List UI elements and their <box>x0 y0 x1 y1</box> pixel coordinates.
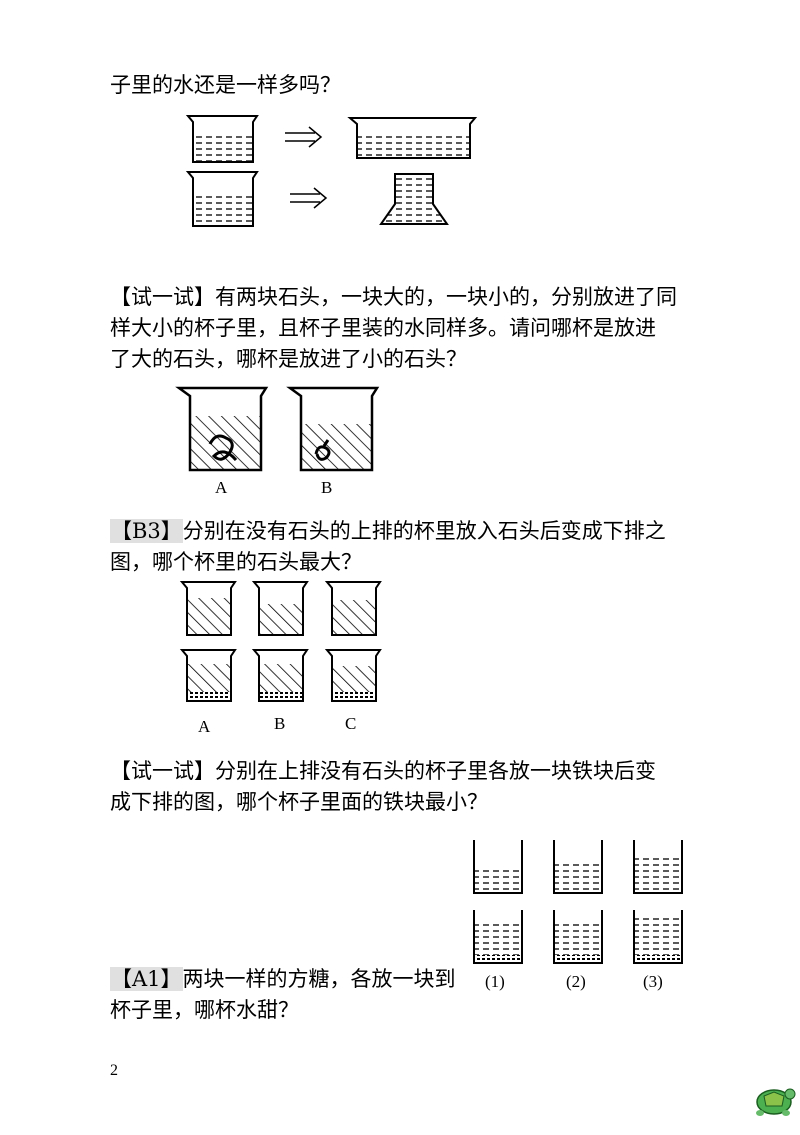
iron-top-cup-2 <box>553 840 603 894</box>
b3-bottom-cup-1 <box>179 649 237 702</box>
cup-b <box>286 386 380 472</box>
turtle-logo-icon <box>756 1088 796 1116</box>
b3-figure <box>179 581 382 702</box>
b3-line2: 图，哪个杯里的石头最大？ <box>110 550 362 574</box>
try2-line1: 【试一试】分别在上排没有石头的杯子里各放一块铁块后变 <box>110 759 656 783</box>
b3-tag: 【B3】 <box>110 519 183 543</box>
b3-bottom-cup-3 <box>324 649 382 702</box>
cup-a <box>175 386 269 472</box>
b3-label-c: C <box>345 714 357 733</box>
arrow-right-icon-1 <box>285 126 323 148</box>
b3-top-cup-1 <box>179 581 237 636</box>
b3-line1: 【B3】分别在没有石头的上排的杯里放入石头后变成下排之 <box>110 519 666 543</box>
cup-label-b: B <box>321 478 333 497</box>
b3-bottom-cup-2 <box>251 649 309 702</box>
arrow-right-icon-2 <box>290 187 328 209</box>
cup-tall-1 <box>185 115 259 163</box>
try1-line1: 【试一试】有两块石头，一块大的，一块小的，分别放进了同 <box>110 285 677 309</box>
iron-bottom-cup-3 <box>633 910 683 964</box>
a1-line1: 【A1】两块一样的方糖，各放一块到 <box>110 967 456 991</box>
a1-line2: 杯子里，哪杯水甜？ <box>110 998 299 1022</box>
try2-tag: 【试一试】 <box>110 759 215 783</box>
intro-text: 子里的水还是一样多吗？ <box>110 73 341 97</box>
iron-bottom-cup-1 <box>473 910 523 964</box>
stones-figure <box>175 386 380 472</box>
b3-top-cup-2 <box>251 581 309 636</box>
b3-label-b: B <box>274 714 286 733</box>
b3-top-cup-3 <box>324 581 382 636</box>
try1-line2: 样大小的杯子里，且杯子里装的水同样多。请问哪杯是放进 <box>110 316 656 340</box>
try1-line3: 了大的石头，哪杯是放进了小的石头？ <box>110 347 467 371</box>
cup-tall-2 <box>185 171 259 227</box>
page-number: 2 <box>110 1062 118 1079</box>
iron-label-2: (2) <box>566 972 586 991</box>
iron-figure <box>473 840 683 964</box>
iron-top-cup-3 <box>633 840 683 894</box>
pouring-figure <box>185 115 478 227</box>
try2-line2: 成下排的图，哪个杯子里面的铁块最小？ <box>110 790 488 814</box>
iron-bottom-cup-2 <box>553 910 603 964</box>
iron-top-cup-1 <box>473 840 523 894</box>
cup-wide <box>347 117 478 159</box>
cup-label-a: A <box>215 478 228 497</box>
b3-label-a: A <box>198 717 211 736</box>
iron-label-3: (3) <box>643 972 663 991</box>
iron-label-1: (1) <box>485 972 505 991</box>
cup-flared <box>379 173 449 225</box>
a1-tag: 【A1】 <box>110 967 183 991</box>
try1-tag: 【试一试】 <box>110 285 215 309</box>
